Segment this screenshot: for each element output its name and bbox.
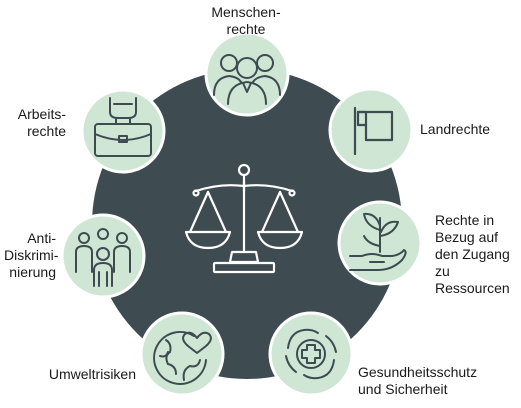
label-line: Menschen- [211,4,281,20]
label-line: Landrechte [420,121,491,137]
label-line: Umweltrisiken [48,366,136,382]
node-diskriminierung [60,213,146,299]
flag-icon [353,106,394,156]
label-line: rechte [27,123,66,139]
label-line: Anti- [27,230,56,246]
label-ressourcen: Rechte in Bezug auf den Zugang zu Ressou… [435,212,510,297]
diverse-people-icon [75,228,131,287]
label-line: Gesundheitsschutz [358,364,478,380]
globe-heart-icon [153,331,212,385]
label-menschenrechte: Menschen- rechte [196,4,296,38]
label-line: rechte [226,21,266,37]
node-umwelt [139,311,225,397]
label-line: Bezug auf [435,229,499,245]
label-line: Rechte in [435,212,495,228]
label-arbeit: Arbeits- rechte [4,106,66,140]
scales-of-justice-icon [184,163,304,274]
label-line: den Zugang [435,246,510,262]
node-landrechte [328,87,414,173]
label-gesundheit: Gesundheitsschutz und Sicherheit [358,364,477,398]
label-umwelt: Umweltrisiken [22,366,136,383]
medical-cross-hands-icon [285,328,337,380]
label-landrechte: Landrechte [420,121,490,138]
briefcase-hand-icon [94,97,152,157]
people-group-icon [213,54,281,105]
node-ressourcen [337,200,423,286]
center-disc [92,69,402,379]
node-arbeit [80,88,166,174]
label-line: Ressourcen [435,280,510,296]
label-line: zu [435,263,450,279]
hand-plant-icon [349,212,407,271]
label-line: und Sicherheit [358,381,448,397]
label-line: Arbeits- [17,106,66,122]
node-gesundheit [268,311,354,397]
node-menschenrechte [204,31,290,117]
label-diskriminierung: Anti- Diskrimi- nierung [4,230,59,281]
label-line: nierung [9,264,56,280]
label-line: Diskrimi- [4,247,59,263]
